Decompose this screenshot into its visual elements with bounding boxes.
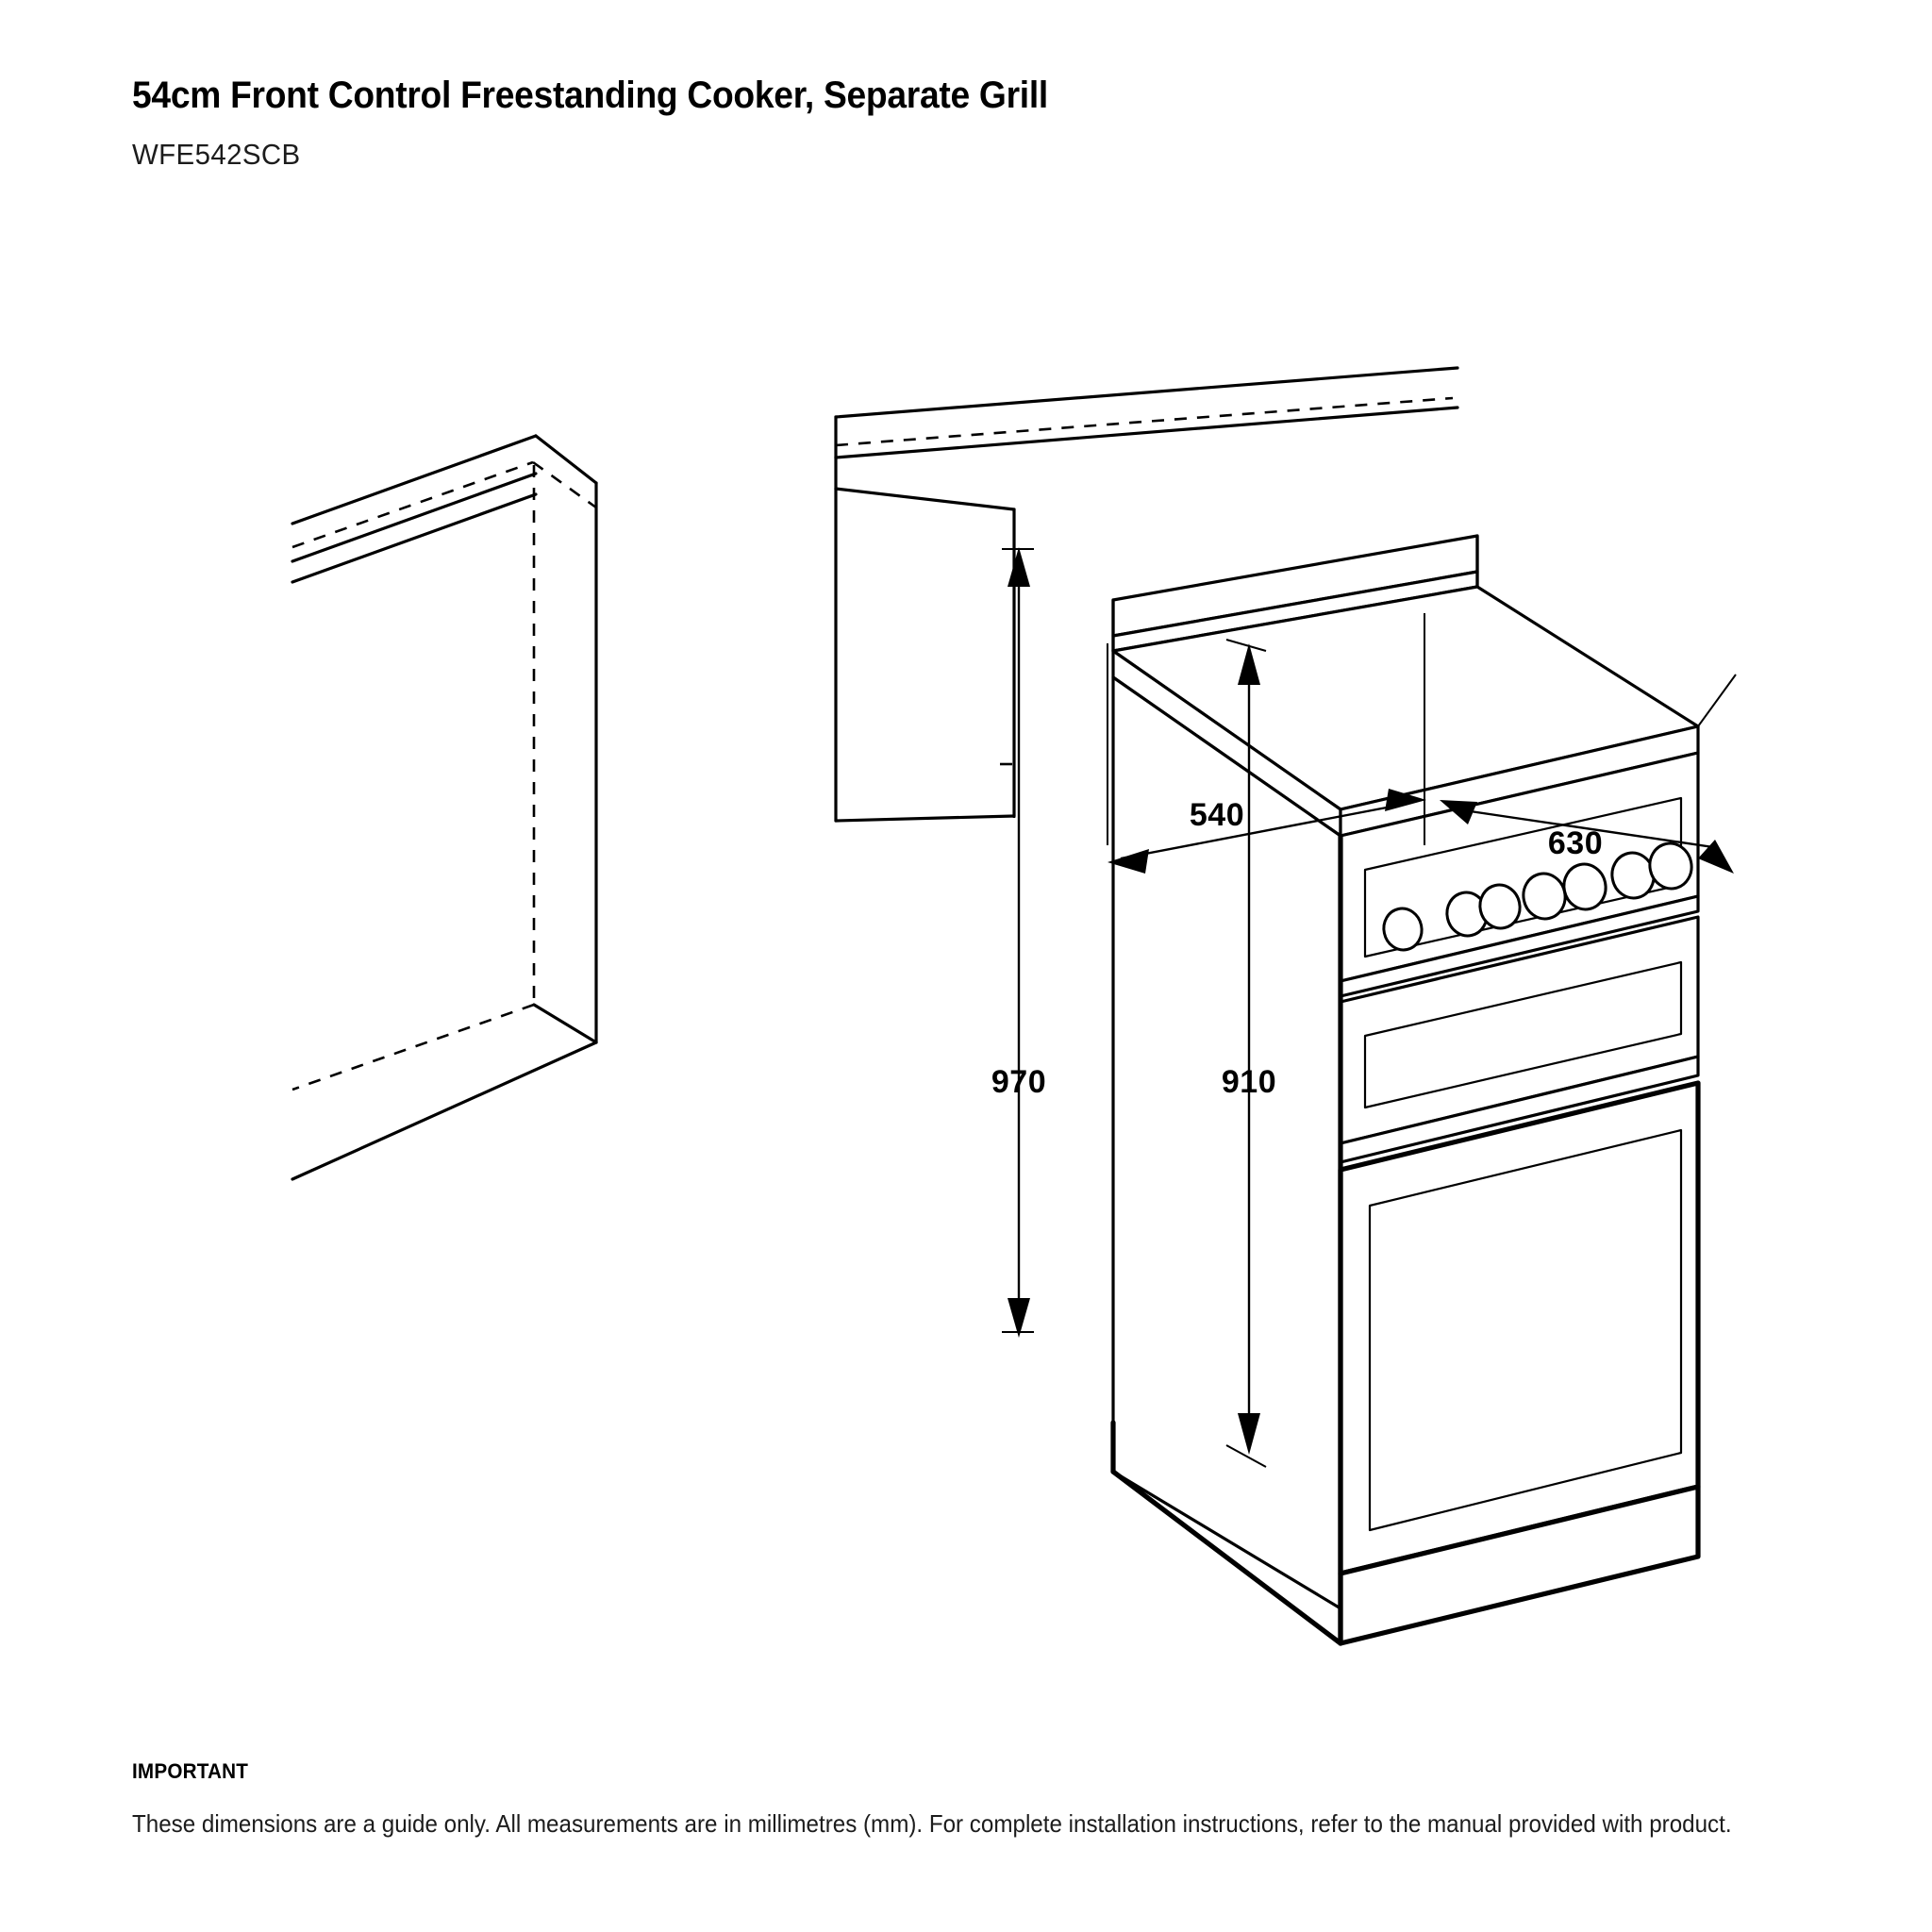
model-number: WFE542SCB (132, 138, 301, 171)
dimension-970: 970 (991, 547, 1046, 1338)
dimension-910: 910 (1222, 639, 1276, 1468)
right-cabinet-outline (834, 366, 1459, 823)
dimension-label-630: 630 (1548, 825, 1603, 861)
document-header: 54cm Front Control Freestanding Cooker, … (132, 74, 1792, 172)
left-cabinet-outline (291, 434, 598, 1181)
important-heading: IMPORTANT (132, 1759, 249, 1783)
dimension-label-540: 540 (1190, 797, 1244, 833)
document-footer: IMPORTANT These dimensions are a guide o… (132, 1759, 1830, 1840)
page-title: 54cm Front Control Freestanding Cooker, … (132, 75, 1048, 116)
control-knobs[interactable] (1380, 840, 1696, 954)
technical-drawing: 540 630 970 (0, 236, 1932, 1651)
dimension-540: 540 (1107, 613, 1426, 874)
important-note: These dimensions are a guide only. All m… (132, 1809, 1732, 1838)
cooker-body (1110, 534, 1701, 1646)
dimension-630: 630 (1440, 538, 1737, 874)
dimension-label-970: 970 (991, 1064, 1046, 1100)
dimension-label-910: 910 (1222, 1064, 1276, 1100)
